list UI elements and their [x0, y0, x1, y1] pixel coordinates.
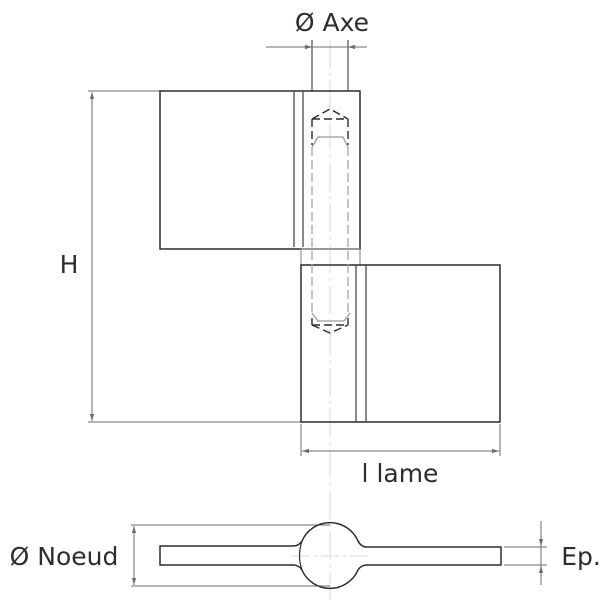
knuckle-gap: [300, 248, 361, 265]
leaf-width-label: l lame: [362, 459, 439, 488]
height-label: H: [60, 250, 79, 279]
thickness-label: Ep.: [561, 542, 600, 571]
section-view: [131, 521, 502, 590]
knuckle-diameter-label: Ø Noeud: [10, 542, 119, 571]
axis-diameter-dimension: Ø Axe: [266, 8, 369, 91]
hidden-pin: [311, 108, 351, 334]
leaf-profile: [159, 521, 502, 590]
axis-diameter-label: Ø Axe: [295, 8, 369, 37]
knuckle-diameter-dimension: Ø Noeud: [10, 526, 137, 585]
upper-leaf: [159, 90, 361, 250]
leaf-width-dimension: l lame: [300, 424, 501, 488]
thickness-dimension: Ep.: [504, 521, 600, 585]
height-dimension: H: [60, 90, 301, 423]
lower-leaf: [300, 264, 501, 423]
